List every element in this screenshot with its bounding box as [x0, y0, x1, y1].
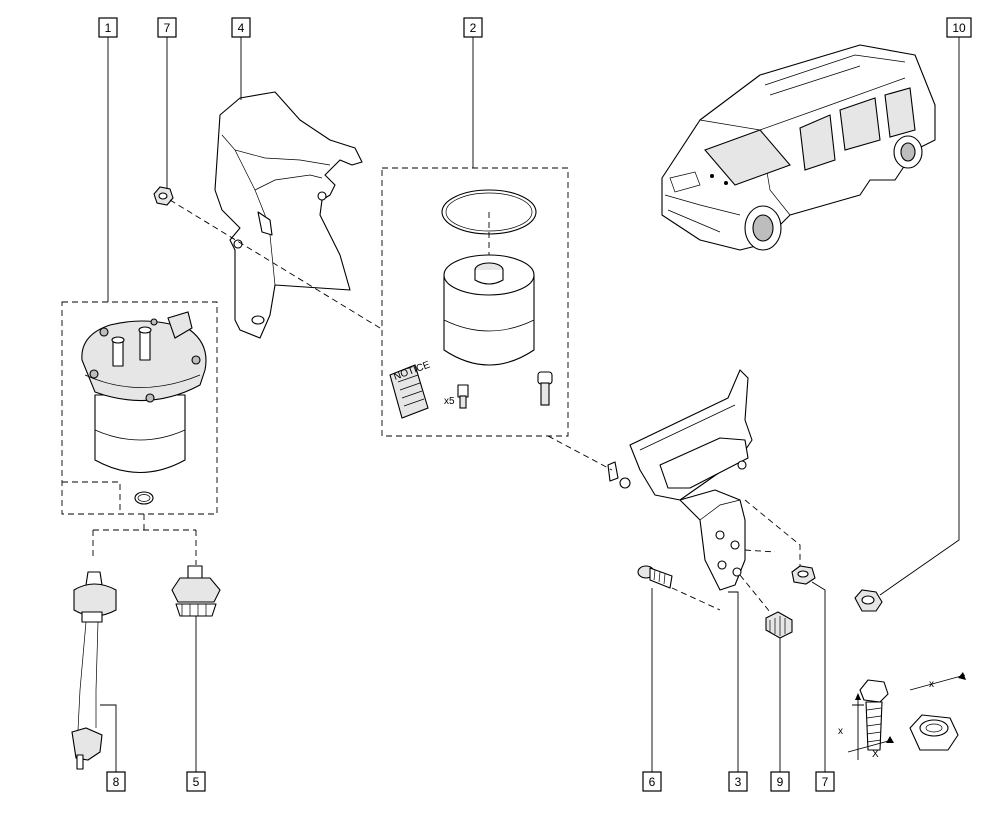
svg-text:5: 5 — [193, 775, 200, 789]
callout-5: 5 — [186, 771, 206, 792]
filter-assembly-frame — [61, 301, 218, 515]
callout-7-top: 7 — [157, 17, 177, 38]
mounting-bracket — [607, 369, 753, 591]
callout-4: 4 — [231, 17, 251, 38]
heat-shield — [214, 91, 363, 339]
leader-3 — [728, 591, 739, 772]
filter-kit-frame — [381, 167, 569, 437]
svg-text:10: 10 — [952, 21, 966, 35]
leader-8 — [100, 704, 117, 772]
svg-text:2: 2 — [470, 21, 477, 35]
leader-7b — [811, 581, 826, 772]
leader-10 — [879, 37, 960, 596]
callout-6: 6 — [642, 771, 662, 792]
fitting — [765, 611, 793, 639]
drain-plug — [171, 565, 221, 617]
svg-text:3: 3 — [735, 775, 742, 789]
svg-text:9: 9 — [777, 775, 784, 789]
quantity-label: x5 — [444, 396, 455, 407]
bolt — [637, 565, 673, 589]
fuel-filter-assembly — [81, 311, 207, 474]
svg-text:1: 1 — [105, 21, 112, 35]
assembly-line-bolt — [671, 587, 721, 611]
notice-leaflet — [389, 364, 429, 419]
callout-7-bottom: 7 — [815, 771, 835, 792]
svg-text:7: 7 — [164, 21, 171, 35]
filter-kit — [389, 189, 553, 419]
dimension-label-2: x — [929, 679, 934, 690]
callout-2: 2 — [463, 17, 483, 38]
nut-right — [791, 565, 816, 585]
assembly-line-bracket-parts — [739, 499, 801, 613]
o-ring-subframe — [62, 481, 121, 514]
svg-text:7: 7 — [822, 775, 829, 789]
assembly-line-nut-kit — [169, 199, 381, 329]
callout-3: 3 — [728, 771, 748, 792]
nut-top — [153, 186, 174, 206]
dimension-label-1: x — [838, 726, 843, 737]
svg-text:4: 4 — [238, 21, 245, 35]
assembly-line-kit-bracket — [547, 435, 613, 471]
o-ring — [134, 491, 154, 505]
callout-8: 8 — [106, 771, 126, 792]
callout-1: 1 — [98, 17, 118, 38]
svg-text:6: 6 — [649, 775, 656, 789]
dimension-label-3: X — [872, 749, 879, 760]
dimension-detail — [847, 672, 966, 760]
flange-nut — [854, 589, 883, 612]
callout-10: 10 — [946, 17, 972, 38]
water-sensor-with-harness — [71, 571, 117, 770]
callout-9: 9 — [770, 771, 790, 792]
vehicle-illustration — [661, 44, 936, 251]
svg-text:8: 8 — [113, 775, 120, 789]
